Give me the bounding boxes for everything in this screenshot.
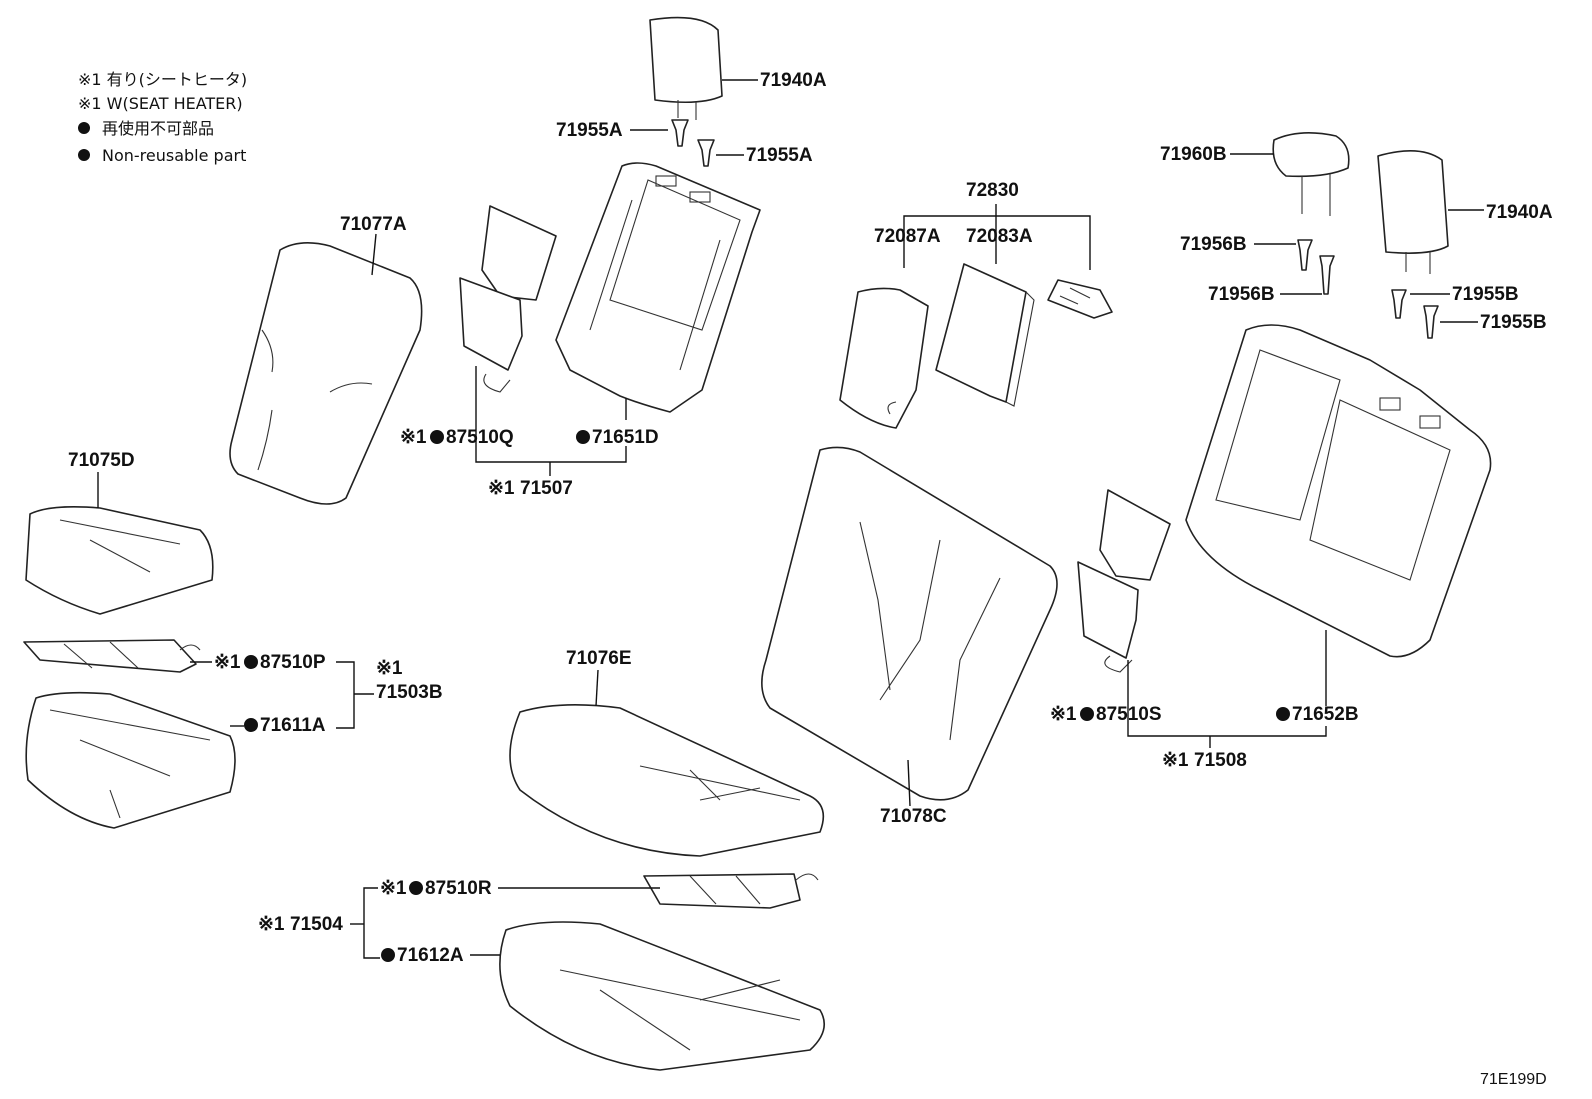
- label-71078C: 71078C: [880, 806, 947, 827]
- label-71503B: 71503B: [376, 682, 443, 703]
- non-reusable-dot-icon: [381, 948, 395, 962]
- callout-71504-group: ※1 87510R 71612A ※1 71504: [258, 878, 660, 966]
- headrest-guides-right: 71956B 71956B 71955B 71955B: [1180, 234, 1547, 339]
- callout-71508-group: ※1 87510S 71652B ※1 71508: [1050, 660, 1359, 771]
- non-reusable-dot-icon: [430, 430, 444, 444]
- non-reusable-dot-icon: [1080, 707, 1094, 721]
- label-71651D: 71651D: [592, 427, 659, 448]
- heater-mark: ※1: [214, 652, 241, 673]
- legend-heater-en: ※1 W(SEAT HEATER): [78, 94, 243, 113]
- legend-nonreusable-en: Non-reusable part: [102, 146, 246, 165]
- headrest-small-right: 71960B: [1160, 132, 1350, 216]
- heater-mark: ※1: [376, 658, 403, 679]
- label-72087A: 72087A: [874, 226, 941, 247]
- diagram-code: 71E199D: [1480, 1071, 1547, 1088]
- seat-cushion-cover-center: [499, 921, 826, 1071]
- heater-element-back-center: [459, 205, 557, 393]
- label-72830: 72830: [966, 180, 1019, 201]
- non-reusable-dot-icon: [576, 430, 590, 444]
- label-71955A-right: 71955A: [746, 145, 813, 166]
- non-reusable-dot-icon: [1276, 707, 1290, 721]
- label-87510R: 87510R: [425, 878, 492, 899]
- label-71077A: 71077A: [340, 214, 407, 235]
- heater-mark: ※1: [380, 878, 407, 899]
- seatback-frame-right: [1185, 324, 1492, 706]
- label-71955A-left: 71955A: [556, 120, 623, 141]
- headrest-guides-center: 71955A 71955A: [556, 119, 813, 167]
- legend-nonreusable-jp: 再使用不可部品: [102, 119, 214, 138]
- non-reusable-dot-icon: [244, 655, 258, 669]
- label-87510P: 87510P: [260, 652, 326, 673]
- heater-mark: ※1: [258, 914, 285, 935]
- seatback-frame-center: [555, 162, 761, 420]
- legend-heater-jp: ※1 有り(シートヒータ): [78, 70, 247, 89]
- label-71940A: 71940A: [760, 70, 827, 91]
- non-reusable-dot-icon: [78, 149, 90, 161]
- armrest-group: 72830 72087A 72083A: [839, 180, 1113, 429]
- label-71652B: 71652B: [1292, 704, 1359, 725]
- label-87510S: 87510S: [1096, 704, 1162, 725]
- label-71076E: 71076E: [566, 648, 632, 669]
- seatback-cover-left: 71077A: [229, 214, 423, 505]
- label-71956B-top: 71956B: [1180, 234, 1247, 255]
- seat-cushion-pad-left: 71075D: [25, 450, 214, 615]
- heater-element-cushion-left: [23, 639, 201, 673]
- headrest-center: 71940A: [649, 16, 827, 120]
- heater-mark: ※1: [488, 478, 515, 499]
- non-reusable-dot-icon: [244, 718, 258, 732]
- label-87510Q: 87510Q: [446, 427, 514, 448]
- callout-71507-group: ※1 87510Q 71651D ※1 71507: [400, 366, 659, 499]
- label-71940A-right: 71940A: [1486, 202, 1553, 223]
- label-71504: 71504: [290, 914, 343, 935]
- seatback-cover-center-large: 71078C: [761, 446, 1058, 827]
- label-71955B-bottom: 71955B: [1480, 312, 1547, 333]
- label-71955B-top: 71955B: [1452, 284, 1519, 305]
- heater-mark: ※1: [1050, 704, 1077, 725]
- label-71956B-bottom: 71956B: [1208, 284, 1275, 305]
- legend: ※1 有り(シートヒータ) ※1 W(SEAT HEATER) 再使用不可部品 …: [78, 70, 247, 165]
- non-reusable-dot-icon: [409, 881, 423, 895]
- seat-cushion-pad-center: 71076E: [509, 648, 825, 857]
- heater-mark: ※1: [1162, 750, 1189, 771]
- heater-mark: ※1: [400, 427, 427, 448]
- label-71611A: 71611A: [260, 715, 326, 736]
- heater-element-cushion-center: [643, 873, 819, 909]
- label-71507: 71507: [520, 478, 573, 499]
- label-71612A: 71612A: [397, 945, 464, 966]
- label-72083A: 72083A: [966, 226, 1033, 247]
- label-71960B: 71960B: [1160, 144, 1227, 165]
- non-reusable-dot-icon: [78, 122, 90, 134]
- seat-cushion-cover-left: [25, 691, 236, 829]
- label-71508: 71508: [1194, 750, 1247, 771]
- headrest-large-right: 71940A: [1377, 150, 1553, 274]
- label-71075D: 71075D: [68, 450, 135, 471]
- heater-element-back-right: [1077, 489, 1171, 673]
- callout-71503B-group: ※1 87510P 71611A ※1 71503B: [190, 652, 443, 736]
